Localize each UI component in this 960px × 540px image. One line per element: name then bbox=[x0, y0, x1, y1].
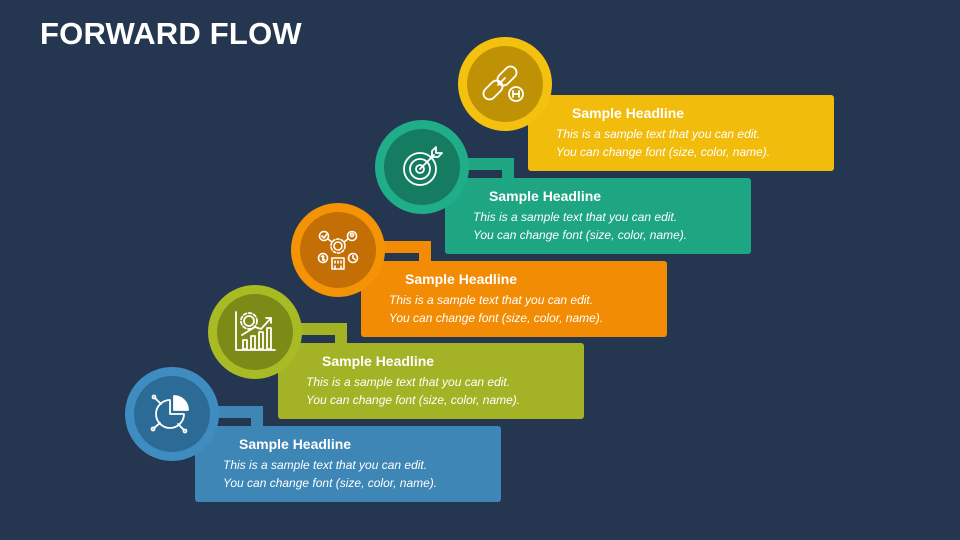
connector-vertical-3 bbox=[419, 241, 431, 263]
step-headline-5: Sample Headline bbox=[572, 105, 685, 121]
connector-horizontal-2 bbox=[292, 323, 347, 335]
step-circle-5 bbox=[458, 37, 552, 131]
step-circle-1 bbox=[125, 367, 219, 461]
connector-vertical-1 bbox=[251, 406, 263, 428]
step-headline-4: Sample Headline bbox=[489, 188, 602, 204]
step-circle-2 bbox=[208, 285, 302, 379]
step-text-line1-1: This is a sample text that you can edit. bbox=[223, 458, 428, 472]
target-icon bbox=[403, 146, 443, 186]
business-network-icon bbox=[317, 230, 359, 270]
step-text-line1-3: This is a sample text that you can edit. bbox=[389, 293, 594, 307]
step-headline-1: Sample Headline bbox=[239, 436, 352, 452]
step-circle-4 bbox=[375, 120, 469, 214]
step-text-line2-1: You can change font (size, color, name). bbox=[223, 476, 438, 490]
step-card-3: Sample Headline This is a sample text th… bbox=[361, 261, 667, 337]
step-text-line2-2: You can change font (size, color, name). bbox=[306, 393, 521, 407]
step-card-4: Sample Headline This is a sample text th… bbox=[445, 178, 751, 254]
step-text-line2-5: You can change font (size, color, name). bbox=[556, 145, 771, 159]
connector-horizontal-4 bbox=[459, 158, 514, 170]
growth-chart-gear-icon bbox=[235, 311, 276, 351]
connector-vertical-2 bbox=[335, 323, 347, 345]
step-text-line2-4: You can change font (size, color, name). bbox=[473, 228, 688, 242]
pie-chart-icon bbox=[150, 394, 189, 434]
step-text-line1-4: This is a sample text that you can edit. bbox=[473, 210, 678, 224]
step-text-line1-5: This is a sample text that you can edit. bbox=[556, 127, 761, 141]
step-card-2: Sample Headline This is a sample text th… bbox=[278, 343, 584, 419]
step-headline-2: Sample Headline bbox=[322, 353, 435, 369]
connector-horizontal-1 bbox=[208, 406, 263, 418]
chain-link-icon bbox=[482, 65, 524, 102]
step-circle-3 bbox=[291, 203, 385, 297]
step-text-line1-2: This is a sample text that you can edit. bbox=[306, 375, 511, 389]
step-headline-3: Sample Headline bbox=[405, 271, 518, 287]
step-card-5: Sample Headline This is a sample text th… bbox=[528, 95, 834, 171]
step-text-line2-3: You can change font (size, color, name). bbox=[389, 311, 604, 325]
connector-vertical-4 bbox=[502, 158, 514, 180]
step-card-1: Sample Headline This is a sample text th… bbox=[195, 426, 501, 502]
page-title: FORWARD FLOW bbox=[40, 16, 302, 51]
connector-horizontal-3 bbox=[376, 241, 431, 253]
